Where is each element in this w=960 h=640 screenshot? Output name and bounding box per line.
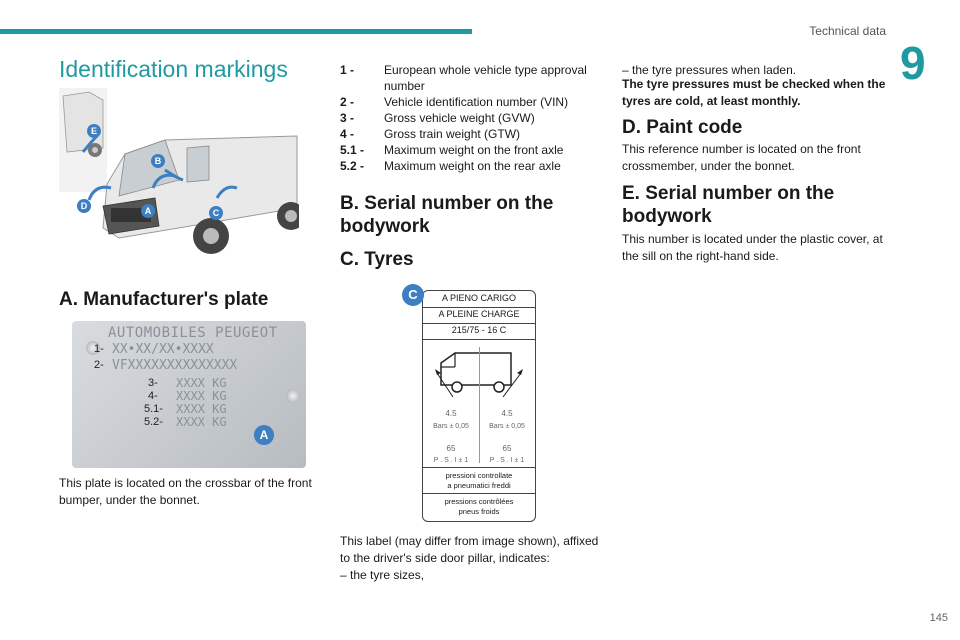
- list-item-number: 1 -: [340, 63, 355, 77]
- tyre-pressure-label: C A PIENO CARIGO A PLEINE CHARGE 215/75 …: [402, 284, 536, 522]
- psi-right-label: P . S . I ± 1: [489, 457, 525, 464]
- section-e-text: This number is located under the plastic…: [622, 232, 883, 263]
- list-item-text: Gross vehicle weight (GVW): [384, 111, 535, 125]
- plate-row-value: XXXX KG: [176, 376, 227, 390]
- italian-note-1: pressioni controllate: [445, 471, 513, 480]
- psi-left-label: P . S . I ± 1: [433, 457, 469, 464]
- list-item-number: 5.1 -: [340, 143, 365, 157]
- tyre-badge-c: C: [402, 284, 424, 306]
- plate-rivet-left-icon: [86, 341, 100, 355]
- page-number: 145: [929, 612, 948, 624]
- plate-brand: AUTOMOBILES PEUGEOT: [108, 325, 278, 341]
- tyre-bullet-sizes: – the tyre sizes,: [340, 568, 425, 582]
- plate-row-num: 1-: [94, 343, 104, 355]
- manufacturer-plate: AUTOMOBILES PEUGEOT 1- XX•XX/XX•XXXX 2- …: [72, 321, 306, 468]
- plate-row-num: 5.2-: [144, 416, 163, 428]
- plate-badge-a: A: [254, 425, 274, 445]
- plate-row-num: 3-: [148, 377, 158, 389]
- psi-right-value: 65: [502, 444, 512, 453]
- psi-left-value: 65: [446, 444, 456, 453]
- tyre-label-line2: A PLEINE CHARGE: [438, 309, 520, 319]
- section-d-text: This reference number is located on the …: [622, 142, 861, 173]
- list-item: 1 - European whole vehicle type approval…: [340, 62, 605, 94]
- badge-b: B: [151, 154, 165, 168]
- list-item: 3 - Gross vehicle weight (GVW): [340, 110, 605, 126]
- plate-row-value: VFXXXXXXXXXXXXXX: [112, 358, 238, 373]
- french-note-2: pneus froids: [458, 507, 500, 516]
- list-item: 5.1 - Maximum weight on the front axle: [340, 142, 605, 158]
- plate-row-num: 2-: [94, 359, 104, 371]
- page-title: Identification markings: [59, 56, 288, 82]
- tyre-label-line1: A PIENO CARIGO: [441, 293, 517, 303]
- section-c-title: C. Tyres: [340, 249, 414, 270]
- list-item-number: 2 -: [340, 95, 355, 109]
- tyre-size: 215/75 - 16 C: [451, 325, 507, 335]
- badge-c: C: [209, 206, 223, 220]
- section-a-title: A. Manufacturer's plate: [59, 289, 269, 310]
- plate-rivet-right-icon: [286, 389, 300, 403]
- list-item: 5.2 - Maximum weight on the rear axle: [340, 158, 605, 174]
- list-item-number: 4 -: [340, 127, 355, 141]
- list-item-text: Maximum weight on the rear axle: [384, 159, 561, 173]
- list-item-number: 5.2 -: [340, 159, 365, 173]
- plate-row-num: 5.1-: [144, 403, 163, 415]
- bars-right-value: 4.5: [501, 409, 513, 418]
- badge-d: D: [77, 199, 91, 213]
- section-d-title: D. Paint code: [622, 117, 743, 138]
- section-a-text: This plate is located on the crossbar of…: [59, 476, 312, 507]
- plate-row-value: XXXX KG: [176, 389, 227, 403]
- section-c-text: This label (may differ from image shown)…: [340, 534, 599, 565]
- italian-note-2: a pneumatici freddi: [447, 481, 511, 490]
- plate-row-value: XXXX KG: [176, 415, 227, 429]
- plate-row-value: XXXX KG: [176, 402, 227, 416]
- plate-legend-list: 1 - European whole vehicle type approval…: [340, 62, 605, 174]
- badge-e: E: [87, 124, 101, 138]
- van-side-icon: [435, 352, 523, 398]
- section-e-title: E. Serial number on the bodywork: [622, 183, 835, 227]
- list-item: 2 - Vehicle identification number (VIN): [340, 94, 605, 110]
- bars-left-label: Bars ± 0,05: [433, 423, 469, 430]
- tyre-bullet-pressures: – the tyre pressures when laden.: [622, 63, 797, 77]
- van-illustration: E B D A C: [59, 88, 305, 266]
- chapter-number: 9: [900, 37, 926, 89]
- section-b-title: B. Serial number on the bodywork: [340, 193, 554, 237]
- bars-left-value: 4.5: [445, 409, 457, 418]
- list-item-number: 3 -: [340, 111, 355, 125]
- badge-a: A: [141, 204, 155, 218]
- list-item-text: Gross train weight (GTW): [384, 127, 521, 141]
- bars-right-label: Bars ± 0,05: [489, 423, 525, 430]
- list-item: 4 - Gross train weight (GTW): [340, 126, 605, 142]
- list-item-text: European whole vehicle type approval num…: [384, 63, 587, 93]
- header-accent-bar: [0, 29, 472, 34]
- french-note-1: pressions contrôlées: [444, 497, 514, 506]
- list-item-text: Maximum weight on the front axle: [384, 143, 564, 157]
- tyre-label-card: A PIENO CARIGO A PLEINE CHARGE 215/75 - …: [422, 290, 536, 522]
- plate-row-value: XX•XX/XX•XXXX: [112, 342, 214, 357]
- header-title: Technical data: [809, 24, 886, 38]
- tyre-pressure-warning: The tyre pressures must be checked when …: [622, 77, 886, 108]
- list-item-text: Vehicle identification number (VIN): [384, 95, 569, 109]
- plate-row-num: 4-: [148, 390, 158, 402]
